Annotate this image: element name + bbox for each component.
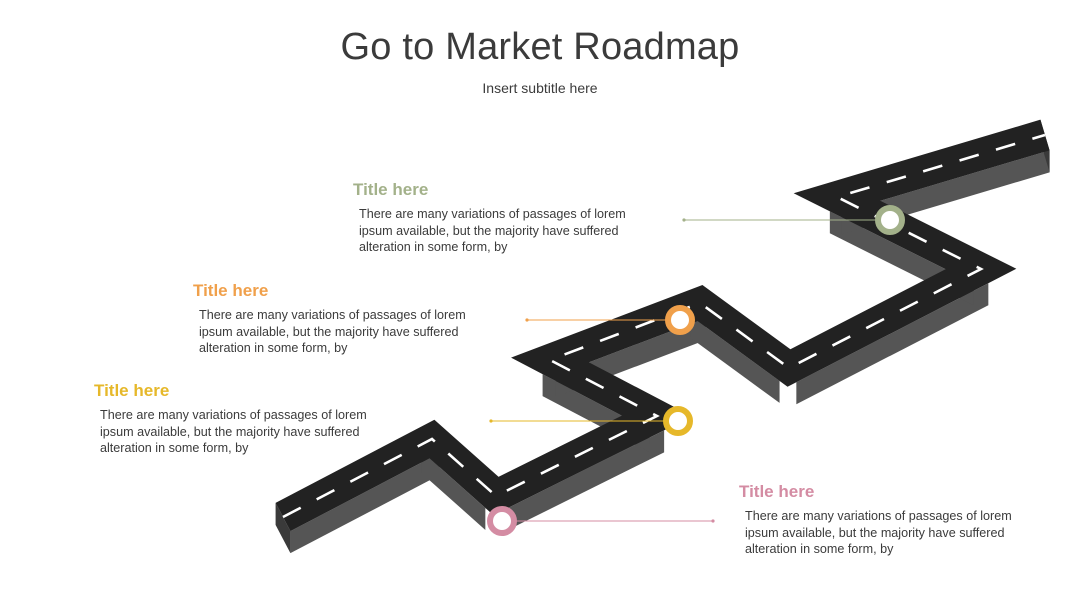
road-side-face [503,430,665,533]
road-side-face [690,315,780,403]
milestone-text-1: There are many variations of passages of… [359,207,626,255]
road-side-face [796,283,989,405]
page-subtitle: Insert subtitle here [482,80,598,96]
connector-line-1 [682,218,890,222]
milestone-title-4: Title here [739,482,815,501]
road-side-face [290,453,440,554]
milestone-marker-2 [665,305,695,335]
milestone-block-1: Title here There are many variations of … [353,180,659,256]
road-end-cap [275,502,291,554]
milestone-marker-3 [663,406,693,436]
milestone-title-1: Title here [353,180,429,199]
connector-line-3 [489,419,678,423]
road-lane-markings [282,133,1046,519]
milestone-text-4: There are many variations of passages of… [745,509,1012,557]
milestone-marker-1 [875,205,905,235]
milestone-block-2: Title here There are many variations of … [193,281,499,357]
connector-line-4 [502,519,715,523]
milestone-block-3: Title here There are many variations of … [94,381,400,457]
page-title: Go to Market Roadmap [340,26,740,68]
connector-line-2 [525,318,680,322]
road-side-face [421,450,486,530]
milestone-text-2: There are many variations of passages of… [199,308,466,356]
milestone-block-4: Title here There are many variations of … [739,482,1045,558]
milestone-title-3: Title here [94,381,170,400]
milestone-title-2: Title here [193,281,269,300]
milestone-text-3: There are many variations of passages of… [100,408,367,456]
milestone-marker-4 [487,506,517,536]
